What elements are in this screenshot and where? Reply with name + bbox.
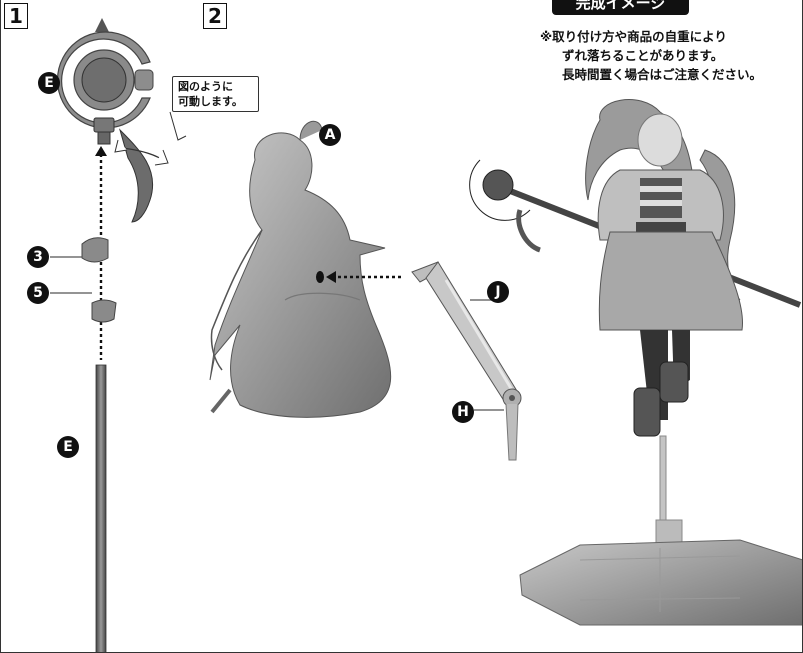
staff-peg (97, 131, 111, 145)
staff-orb (81, 57, 127, 103)
completion-image-title: 完成イメージ (552, 0, 689, 15)
motion-arrow-head-1 (154, 149, 169, 166)
figure-back-view (209, 120, 392, 418)
part-badge-h: H (452, 401, 474, 423)
callout-line-2: 可動します。 (178, 95, 243, 108)
display-arm (411, 261, 522, 461)
assembly-arrow-up (95, 146, 107, 156)
caution-line-1: ※取り付け方や商品の自重により (540, 29, 727, 44)
movable-callout: 図のように 可動します。 (172, 76, 259, 112)
step-number-1: 1 (4, 3, 28, 29)
staff-crescent (56, 31, 151, 129)
callout-pointer (169, 111, 187, 141)
socket-hole (316, 271, 324, 283)
motion-arrow-head-2 (114, 139, 128, 153)
step-number-2: 2 (203, 3, 227, 29)
joint-part-3 (81, 237, 109, 263)
part-badge-j: J (487, 281, 509, 303)
caution-notes: ※取り付け方や商品の自重により ずれ落ちることがあります。 長時間置く場合はご注… (540, 27, 762, 84)
joint-part-5 (91, 299, 117, 323)
staff-tendril (118, 128, 154, 223)
staff-side-tab (134, 69, 154, 91)
part-badge-e-head: E (38, 72, 60, 94)
staff-spike (95, 18, 109, 32)
caution-line-2: ずれ落ちることがあります。 (562, 48, 724, 63)
staff-head (56, 18, 154, 145)
completed-figure (469, 99, 803, 626)
staff-rod (95, 364, 107, 653)
part-badge-a: A (319, 124, 341, 146)
part-badge-e-rod: E (57, 436, 79, 458)
callout-line-1: 図のように (178, 80, 233, 93)
part-badge-3: 3 (27, 246, 49, 268)
arm-guide-arrow (326, 271, 336, 283)
caution-line-3: 長時間置く場合はご注意ください。 (562, 67, 763, 82)
part-badge-5: 5 (27, 282, 49, 304)
